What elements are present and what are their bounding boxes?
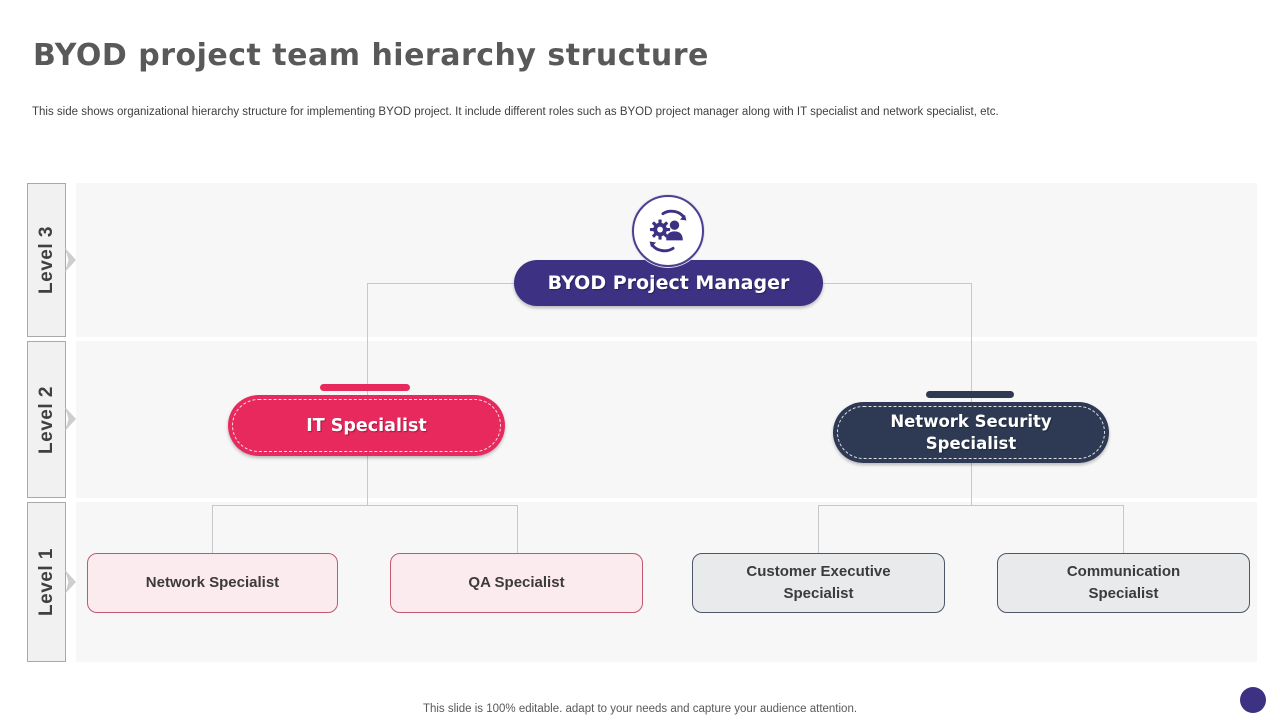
node-qa-specialist: QA Specialist [390, 553, 643, 613]
node-network-security-specialist: Network Security Specialist [833, 402, 1109, 463]
level-3-label: Level 3 [35, 226, 57, 294]
purple-dot-icon [1240, 687, 1266, 713]
node-label: IT Specialist [306, 415, 427, 436]
node-label: Network Specialist [145, 574, 280, 592]
connector-line [1123, 505, 1124, 553]
level-1-label: Level 1 [35, 548, 57, 616]
connector-line [818, 505, 1123, 506]
chevron-right-icon [65, 570, 76, 594]
level-3-label-box: Level 3 [27, 183, 66, 337]
node-label: BYOD Project Manager [547, 272, 790, 294]
node-label: Customer Executive Specialist [746, 563, 891, 602]
it-specialist-tab-bar [320, 384, 410, 391]
connector-line [212, 505, 517, 506]
node-label: QA Specialist [468, 574, 565, 592]
connector-line [517, 505, 518, 553]
slide-footer-note: This slide is 100% editable. adapt to yo… [422, 703, 858, 715]
connector-line [212, 505, 213, 553]
node-label: Network Security Specialist [890, 412, 1052, 453]
network-security-tab-bar [926, 391, 1014, 398]
slide-subtitle: This side shows organizational hierarchy… [32, 106, 999, 118]
level-2-label: Level 2 [35, 385, 57, 454]
connector-line [818, 505, 819, 553]
node-byod-project-manager: BYOD Project Manager [514, 260, 823, 306]
chevron-right-icon [65, 248, 76, 272]
node-label: Communication Specialist [1066, 563, 1181, 602]
page-title: BYOD project team hierarchy structure [33, 38, 709, 73]
connector-line [367, 283, 368, 505]
node-it-specialist: IT Specialist [228, 395, 505, 456]
gear-person-sync-icon [649, 209, 687, 253]
chevron-right-icon [65, 407, 76, 431]
node-communication-specialist: Communication Specialist [997, 553, 1250, 613]
node-network-specialist: Network Specialist [87, 553, 338, 613]
node-customer-executive-specialist: Customer Executive Specialist [692, 553, 945, 613]
level-2-label-box: Level 2 [27, 341, 66, 498]
manager-badge [632, 195, 704, 267]
level-1-label-box: Level 1 [27, 502, 66, 662]
